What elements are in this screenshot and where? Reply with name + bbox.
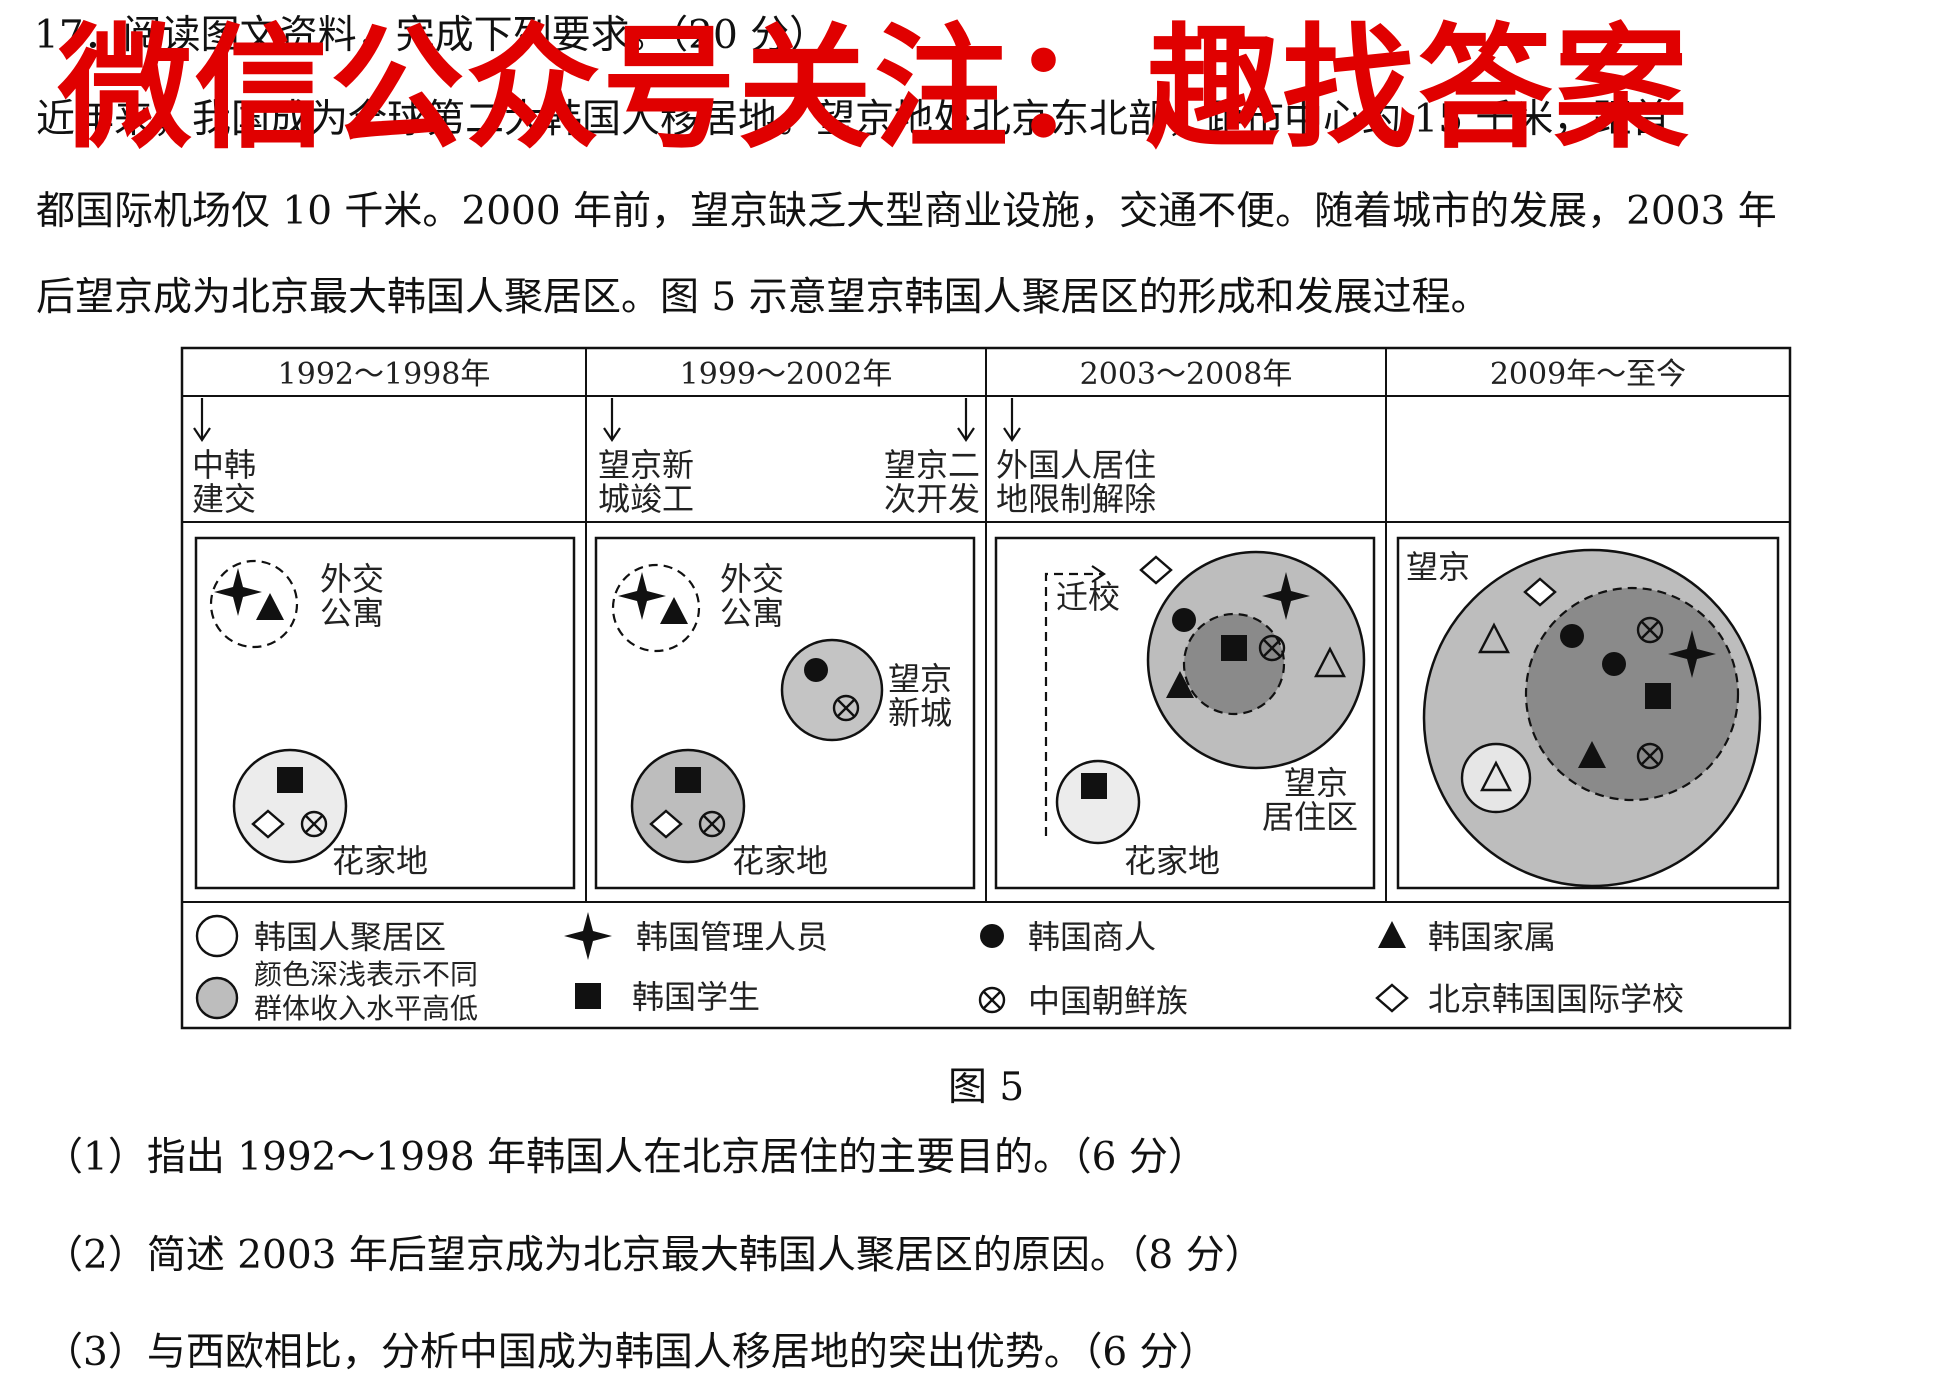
wangjing-new-city-line1: 望京 [888, 660, 952, 698]
intro-line-2: 都国际机场仅 10 千米。2000 年前，望京缺乏大型商业设施，交通不便。随着城… [36, 189, 1777, 234]
event-p1-line2: 建交 [192, 480, 256, 518]
sub-question-2: （2）简述 2003 年后望京成为北京最大韩国人聚居区的原因。（8 分） [44, 1233, 1264, 1278]
diplomatic-label-line2: 公寓 [320, 594, 384, 632]
event-p3-line1: 外国人居住 [996, 446, 1156, 484]
filled-square-icon [1645, 683, 1671, 709]
event-p3-line2: 地限制解除 [996, 480, 1156, 518]
filled-circle-icon [1172, 608, 1196, 632]
filled-circle-icon [1560, 624, 1584, 648]
wangjing-core-area-4 [1524, 586, 1740, 802]
legend-merchant-label: 韩国商人 [1028, 918, 1156, 956]
figure-caption: 图 5 [948, 1065, 1025, 1110]
diplomatic-label-line1: 外交 [320, 560, 384, 598]
huajiadi-label-3: 花家地 [1124, 842, 1220, 880]
event-arrow-icon [193, 398, 1021, 442]
legend-ethnic-korean-label: 中国朝鲜族 [1028, 982, 1188, 1020]
legend-shade-line2: 群体收入水平高低 [254, 992, 478, 1025]
legend-circled-x-icon [978, 986, 1006, 1014]
period-1: 1992～1998年 [278, 357, 491, 392]
filled-circle-icon [1602, 652, 1626, 676]
wangjing-label: 望京 [1406, 548, 1470, 586]
sub-question-3: （3）与西欧相比，分析中国成为韩国人移居地的突出优势。（6 分） [44, 1330, 1218, 1375]
wangjing-residential-line2: 居住区 [1262, 798, 1358, 836]
relocate-school-label: 迁校 [1056, 578, 1120, 616]
legend-school-label: 北京韩国国际学校 [1428, 980, 1684, 1018]
event-p2b-line2: 次开发 [884, 480, 980, 518]
filled-square-icon [675, 767, 701, 793]
legend-family-label: 韩国家属 [1428, 918, 1556, 956]
legend-shade-line1: 颜色深浅表示不同 [254, 958, 478, 991]
legend-area-icon [195, 914, 239, 958]
huajiadi-area-2 [630, 748, 746, 864]
wangjing-new-city-line2: 新城 [888, 694, 952, 732]
diplomatic-label-2-line1: 外交 [720, 560, 784, 598]
event-p2a-line1: 望京新 [598, 446, 694, 484]
relocation-dashed-arrow [1044, 572, 1102, 836]
legend-area-label: 韩国人聚居区 [254, 918, 446, 956]
intro-line-3: 后望京成为北京最大韩国人聚居区。图 5 示意望京韩国人聚居区的形成和发展过程。 [36, 275, 1490, 320]
period-4: 2009年～至今 [1490, 357, 1686, 392]
question-header: 17．阅读图文资料，完成下列要求。（20 分） [34, 13, 829, 58]
huajiadi-label-1: 花家地 [332, 842, 428, 880]
wangjing-core-area [1182, 612, 1286, 716]
event-p2b-line1: 望京二 [884, 446, 980, 484]
sub-question-1: （1）指出 1992～1998 年韩国人在北京居住的主要目的。（6 分） [44, 1135, 1207, 1180]
huajiadi-area-3 [1055, 759, 1141, 845]
wangjing-residential-line1: 望京 [1284, 764, 1348, 802]
event-p1-line1: 中韩 [192, 446, 256, 484]
filled-square-icon [277, 767, 303, 793]
legend-circle-icon [980, 924, 1004, 948]
diplomatic-apartment-area-2 [611, 563, 701, 653]
legend-square-icon [575, 983, 601, 1009]
watermark: 微信公众号关注：趣找答案 [58, 11, 1691, 167]
legend-star-icon [564, 912, 612, 960]
huajiadi-label-2: 花家地 [732, 842, 828, 880]
intro-line-1: 近年来，我国成为全球第二大韩国人移居地。望京地处北京东北部，距市中心约 15 千… [36, 97, 1671, 142]
filled-circle-icon [804, 658, 828, 682]
legend-diamond-icon [1375, 983, 1409, 1013]
diplomatic-apartment-area [209, 559, 299, 649]
figure-5-diagram: 1992～1998年 1999～2002年 2003～2008年 2009年～至… [180, 346, 1792, 1030]
diplomatic-label-2-line2: 公寓 [720, 594, 784, 632]
filled-square-icon [1221, 635, 1247, 661]
legend-manager-label: 韩国管理人员 [636, 918, 828, 956]
period-2: 1999～2002年 [680, 357, 893, 392]
legend-student-label: 韩国学生 [632, 978, 760, 1016]
wangjing-new-city-area [780, 638, 884, 742]
huajiadi-area [232, 748, 348, 864]
small-settlement-area [1460, 742, 1532, 814]
period-3: 2003～2008年 [1080, 357, 1293, 392]
filled-square-icon [1081, 773, 1107, 799]
event-p2a-line2: 城竣工 [598, 480, 694, 518]
legend-triangle-icon [1378, 921, 1406, 948]
legend-shade-icon [195, 976, 239, 1020]
